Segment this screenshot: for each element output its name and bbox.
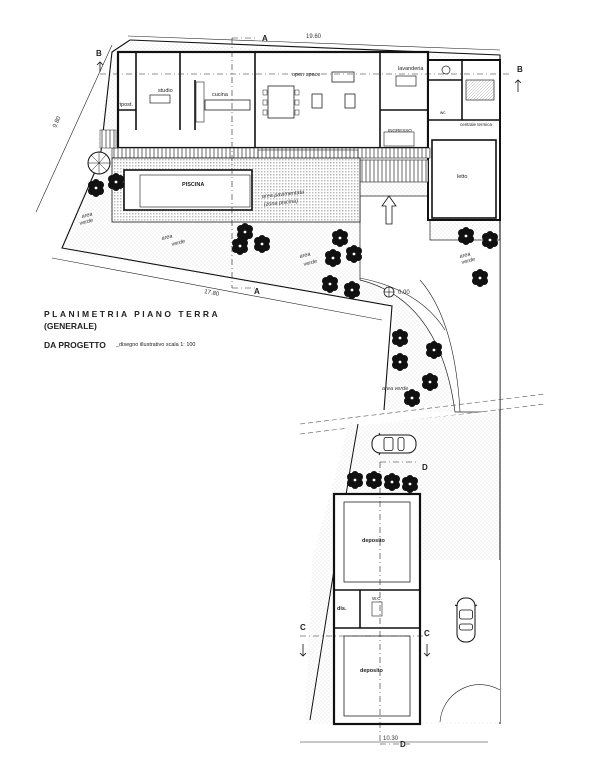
project-label: DA PROGETTO (44, 340, 106, 350)
room-ripost: ripost. (118, 102, 133, 108)
room-deposito-2: deposito (360, 668, 384, 674)
dim-left: 9.80 (52, 115, 63, 129)
section-a-bottom: A (254, 287, 260, 296)
section-d-top: D (422, 463, 428, 472)
room-centrale-termica: centrale termica (460, 122, 493, 127)
room-letto: letto (457, 174, 467, 180)
zona-piscina: (zona piscina) (264, 198, 299, 208)
level-label: 0.00 (398, 290, 410, 296)
area-verde-3a: area (299, 251, 311, 259)
section-c-left: C (300, 623, 306, 632)
car-top (371, 432, 417, 456)
area-verde-5: area verde (382, 386, 408, 392)
car-right (454, 597, 478, 643)
room-lavanderia: lavanderia (398, 66, 424, 72)
area-verde-3b: verde (303, 259, 318, 268)
area-verde-1b: verde (79, 218, 94, 227)
room-piscina: PISCINA (182, 182, 204, 188)
area-verde-2a: area (161, 233, 173, 241)
section-b-right: B (517, 65, 523, 74)
room-ingresso: INGRESSO (388, 128, 412, 133)
dim-top: 19.60 (306, 34, 322, 40)
area-verde-4b: verde (461, 257, 476, 266)
area-pavimentata: area pavimentata (262, 190, 305, 200)
upper-plot: 0.00 19.60 9.80 17.80 A A B B ripost. st… (35, 34, 523, 743)
room-cucina: cucina (212, 92, 229, 98)
room-deposito-1: deposito (362, 538, 386, 544)
scale-note: _disegno illustrativo scala 1: 100 (116, 342, 196, 348)
room-wc: wc (440, 110, 446, 115)
area-verde-4a: area (459, 251, 471, 259)
section-d-bottom: D (400, 740, 406, 749)
section-a-top: A (262, 34, 268, 43)
area-verde-1a: area (81, 211, 93, 219)
room-studio: studio (158, 88, 173, 94)
section-c-right: C (424, 629, 430, 638)
lower-plot: 10.30 deposito dis. W.C. deposito C C D … (299, 410, 501, 749)
dim-bottom: 10.30 (383, 736, 399, 742)
section-b-left: B (96, 49, 102, 58)
entry-arrow (381, 195, 397, 225)
room-wc2: W.C. (372, 596, 382, 601)
room-dis: dis. (337, 606, 347, 612)
area-verde-2b: verde (171, 239, 186, 248)
plan-subtitle: (GENERALE) (44, 321, 97, 331)
room-open-space: open space (292, 72, 320, 78)
dim-diag: 17.80 (204, 289, 221, 298)
plan-title: PLANIMETRIA PIANO TERRA (44, 309, 221, 319)
